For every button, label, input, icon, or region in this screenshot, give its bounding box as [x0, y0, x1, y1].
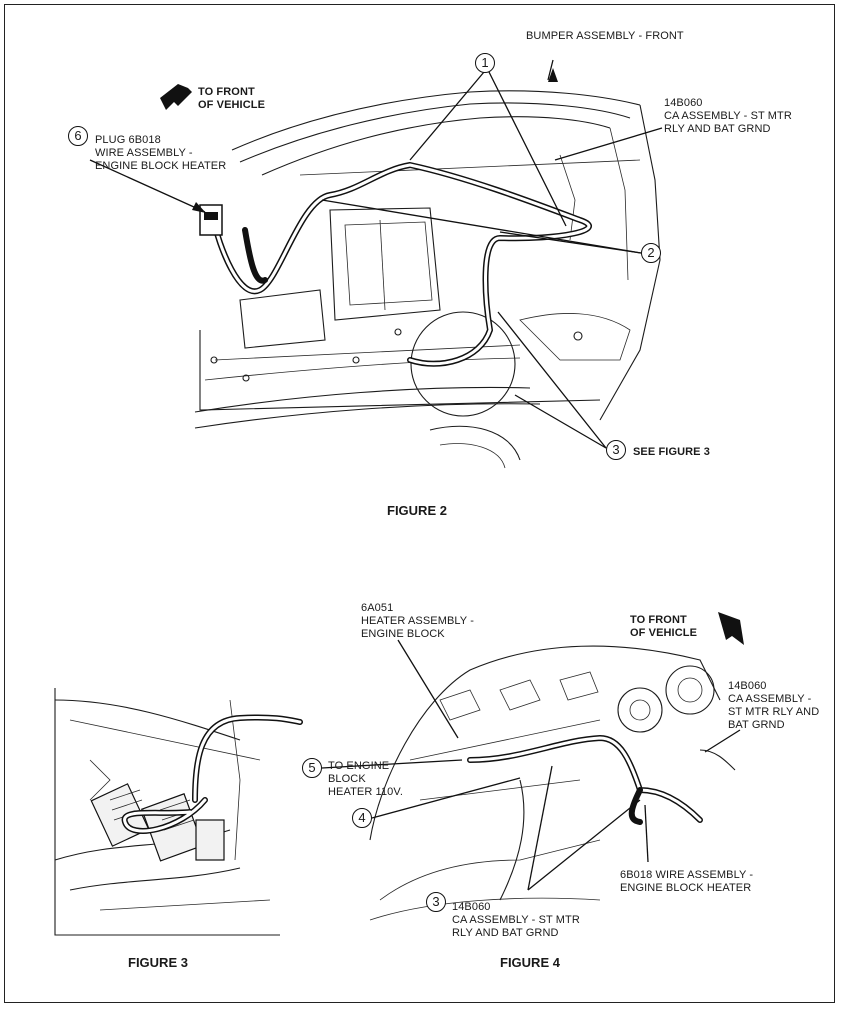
callout-6: 6: [68, 126, 88, 146]
callout-3-fig4: 3: [426, 892, 446, 912]
arrow-front-icon: [160, 84, 192, 110]
fig2-ca-label: 14B060 CA ASSEMBLY - ST MTR RLY AND BAT …: [664, 97, 792, 135]
callout-1: 1: [475, 53, 495, 73]
figure4-drawing: [321, 612, 744, 921]
fig2-see-fig3-label: SEE FIGURE 3: [633, 446, 710, 458]
fig4-wire-label: 6B018 WIRE ASSEMBLY - ENGINE BLOCK HEATE…: [620, 869, 754, 894]
fig4-front-label: TO FRONT OF VEHICLE: [630, 614, 698, 639]
figure3-drawing: [54, 688, 303, 936]
diagram-frame: [4, 4, 835, 1003]
figure4-caption: FIGURE 4: [500, 955, 560, 970]
fig2-front-label: TO FRONT OF VEHICLE: [198, 86, 266, 111]
figure2-drawing: [89, 59, 663, 469]
arrow-front-icon: [718, 612, 744, 645]
fig2-plug-label: PLUG 6B018 WIRE ASSEMBLY - ENGINE BLOCK …: [95, 134, 227, 172]
figure3-caption: FIGURE 3: [128, 955, 188, 970]
callout-3: 3: [606, 440, 626, 460]
callout-4: 4: [352, 808, 372, 828]
callout-5: 5: [302, 758, 322, 778]
fig2-bumper-label: BUMPER ASSEMBLY - FRONT: [526, 30, 684, 42]
fig4-heater-label: 6A051 HEATER ASSEMBLY - ENGINE BLOCK: [361, 602, 474, 640]
callout-2: 2: [641, 243, 661, 263]
fig4-ca-bottom-label: 14B060 CA ASSEMBLY - ST MTR RLY AND BAT …: [452, 901, 580, 939]
fig4-ca-right-label: 14B060 CA ASSEMBLY - ST MTR RLY AND BAT …: [728, 680, 820, 731]
fig4-engine-label: TO ENGINE BLOCK HEATER 110V.: [328, 760, 403, 798]
figure2-caption: FIGURE 2: [387, 503, 447, 518]
